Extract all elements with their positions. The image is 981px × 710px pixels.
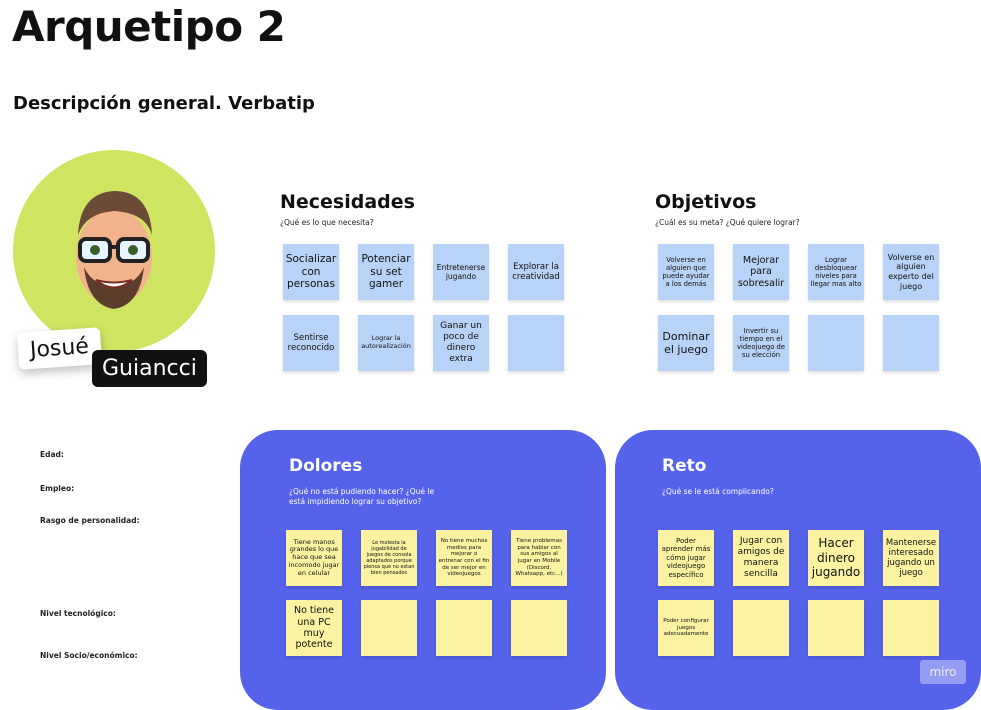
sticky-note-empty[interactable]	[511, 600, 567, 656]
page-subtitle: Descripción general. Verbatip	[13, 93, 315, 114]
persona-last-name: Guiancci	[92, 350, 207, 387]
sticky-note[interactable]: Le molesta la jugabilidad de juegos de c…	[361, 530, 417, 586]
sticky-note[interactable]: Ganar un poco de dinero extra	[433, 315, 489, 371]
necesidades-question: ¿Qué es lo que necesita?	[280, 218, 374, 227]
field-label: Rasgo de personalidad:	[40, 516, 140, 525]
avatar-memoji-icon	[76, 191, 152, 309]
sticky-note-empty[interactable]	[808, 600, 864, 656]
field-label: Edad:	[40, 450, 64, 459]
sticky-note[interactable]: Socializar con personas	[283, 244, 339, 300]
reto-title: Reto	[662, 456, 707, 476]
sticky-note[interactable]: Explorar la creatividad	[508, 244, 564, 300]
objetivos-title: Objetivos	[655, 191, 757, 213]
sticky-note[interactable]: Lograr desbloquear niveles para llegar m…	[808, 244, 864, 300]
objetivos-question: ¿Cuál es su meta? ¿Qué quiere lograr?	[655, 218, 800, 227]
sticky-note-empty[interactable]	[808, 315, 864, 371]
sticky-note[interactable]: No tiene una PC muy potente	[286, 600, 342, 656]
sticky-note[interactable]: Entretenerse jugando	[433, 244, 489, 300]
sticky-note-empty[interactable]	[361, 600, 417, 656]
sticky-note[interactable]: Hacer dinero jugando	[808, 530, 864, 586]
reto-question: ¿Qué se le está complicando?	[662, 487, 774, 496]
sticky-note[interactable]: Tiene manos grandes lo que hace que sea …	[286, 530, 342, 586]
sticky-note-empty[interactable]	[508, 315, 564, 371]
sticky-note[interactable]: Sentirse reconocido	[283, 315, 339, 371]
sticky-note[interactable]: Dominar el juego	[658, 315, 714, 371]
sticky-note[interactable]: Volverse en alguien experto del juego	[883, 244, 939, 300]
dolores-question: ¿Qué no está pudiendo hacer? ¿Qué le est…	[289, 487, 435, 507]
sticky-note[interactable]: Volverse en alguien que puede ayudar a l…	[658, 244, 714, 300]
persona-first-name: Josué	[16, 327, 103, 370]
sticky-note[interactable]: Tiene problemas para hablar con sus amig…	[511, 530, 567, 586]
sticky-note-empty[interactable]	[883, 315, 939, 371]
dolores-title: Dolores	[289, 456, 363, 476]
sticky-note[interactable]: Invertir su tiempo en el videojuego de s…	[733, 315, 789, 371]
necesidades-title: Necesidades	[280, 191, 415, 213]
page-title: Arquetipo 2	[12, 2, 286, 51]
sticky-note-empty[interactable]	[733, 600, 789, 656]
field-label: Empleo:	[40, 484, 75, 493]
sticky-note[interactable]: Potenciar su set gamer	[358, 244, 414, 300]
sticky-note[interactable]: Mantenerse interesado jugando un juego	[883, 530, 939, 586]
field-label: Nivel Socio/económico:	[40, 651, 138, 660]
sticky-note[interactable]: Mejorar para sobresalir	[733, 244, 789, 300]
field-label: Nivel tecnológico:	[40, 609, 116, 618]
sticky-note[interactable]: No tiene muchos medios para mejorar o en…	[436, 530, 492, 586]
sticky-note-empty[interactable]	[436, 600, 492, 656]
sticky-note-empty[interactable]	[883, 600, 939, 656]
sticky-note[interactable]: Poder aprender más cómo jugar videojuego…	[658, 530, 714, 586]
sticky-note[interactable]: Jugar con amigos de manera sencilla	[733, 530, 789, 586]
miro-watermark: miro	[920, 660, 966, 684]
sticky-note[interactable]: Lograr la autorealización	[358, 315, 414, 371]
sticky-note[interactable]: Poder configurar juegos adecuadamente	[658, 600, 714, 656]
